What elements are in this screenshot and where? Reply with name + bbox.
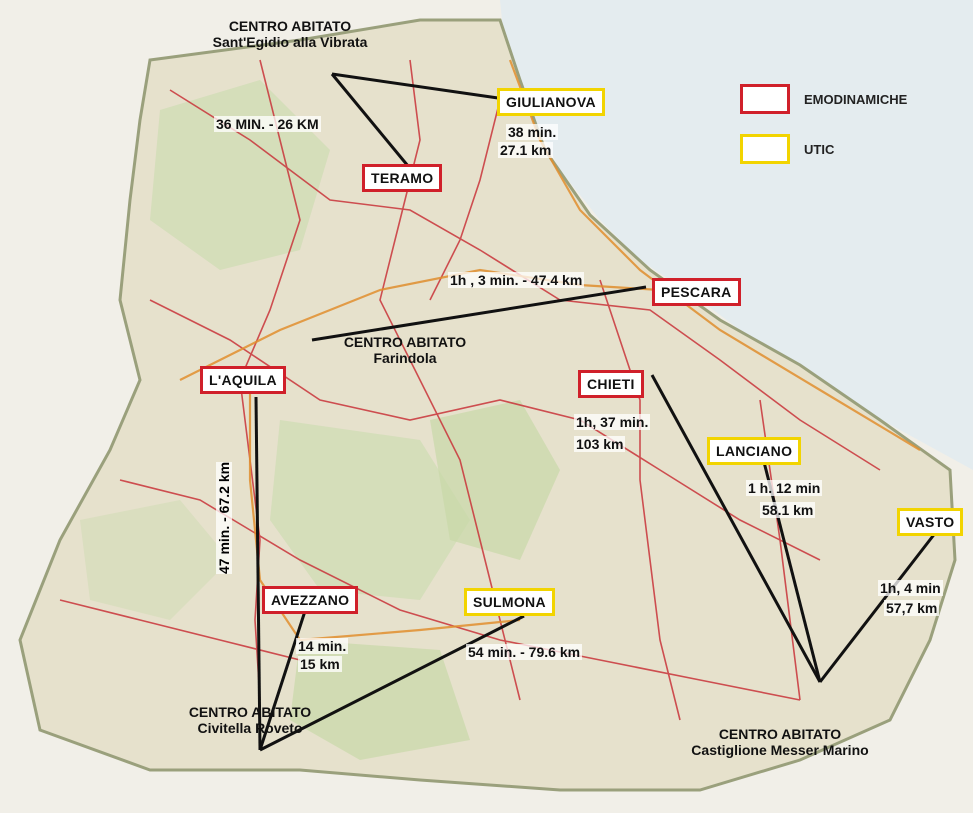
city-laquila: L'AQUILA [200, 366, 286, 394]
center-castiglione: CENTRO ABITATO Castiglione Messer Marino [650, 726, 910, 758]
city-pescara: PESCARA [652, 278, 741, 306]
route-civitella-sulmona [259, 614, 525, 752]
route-civitella-avezzano [258, 607, 308, 751]
adriatic-sea [500, 0, 973, 470]
route-castiglione-chieti [650, 374, 822, 683]
center-civitella-title: CENTRO ABITATO [188, 704, 312, 720]
distance-avezzano-km: 15 km [298, 656, 342, 673]
city-chieti: CHIETI [578, 370, 644, 398]
legend-swatch-red [740, 84, 790, 114]
center-santegidio-title: CENTRO ABITATO [228, 18, 352, 34]
center-castiglione-name: Castiglione Messer Marino [691, 742, 869, 759]
center-farindola-name: Farindola [373, 350, 437, 367]
route-castiglione-vasto [818, 531, 938, 683]
distance-vasto-time: 1h, 4 min [878, 580, 943, 597]
legend-label-emodinamiche: EMODINAMICHE [804, 91, 908, 107]
center-civitella: CENTRO ABITATO Civitella Roveto [160, 704, 340, 736]
distance-giulianova-km: 27.1 km [498, 142, 554, 159]
legend-item-emodinamiche: EMODINAMICHE [740, 84, 907, 114]
distance-avezzano-time: 14 min. [296, 638, 349, 655]
center-civitella-name: Civitella Roveto [197, 720, 303, 737]
legend-item-utic: UTIC [740, 134, 834, 164]
route-castiglione-lanciano [762, 461, 822, 683]
center-santegidio-name: Sant'Egidio alla Vibrata [212, 34, 368, 51]
park-majella [430, 400, 560, 560]
center-santegidio: CENTRO ABITATO Sant'Egidio alla Vibrata [190, 18, 390, 50]
distance-giulianova-time: 38 min. [506, 124, 559, 141]
park-sirente-velino [270, 420, 470, 600]
distance-chieti-km: 103 km [574, 436, 626, 453]
park-west [80, 500, 230, 620]
route-santegidio-giulianova [331, 72, 499, 100]
city-vasto: VASTO [897, 508, 964, 536]
city-teramo: TERAMO [362, 164, 443, 192]
map-legend: EMODINAMICHE UTIC [740, 72, 960, 172]
distance-sulmona: 54 min. - 79.6 km [466, 644, 583, 661]
legend-label-utic: UTIC [804, 141, 835, 157]
distance-chieti-time: 1h, 37 min. [574, 414, 651, 431]
distance-lanciano-time: 1 h. 12 min [746, 480, 823, 497]
distance-laquila: 47 min. - 67.2 km [216, 461, 232, 574]
distance-pescara: 1h , 3 min. - 47.4 km [448, 272, 585, 289]
distance-teramo: 36 MIN. - 26 KM [214, 116, 321, 133]
distance-vasto-km: 57,7 km [884, 600, 940, 617]
center-farindola-title: CENTRO ABITATO [343, 334, 467, 350]
route-civitella-laquila [254, 396, 262, 751]
city-avezzano: AVEZZANO [262, 586, 359, 614]
city-sulmona: SULMONA [464, 588, 555, 616]
center-farindola: CENTRO ABITATO Farindola [315, 334, 495, 366]
city-giulianova: GIULIANOVA [497, 88, 605, 116]
center-castiglione-title: CENTRO ABITATO [718, 726, 842, 742]
city-lanciano: LANCIANO [707, 437, 802, 465]
route-farindola-pescara [311, 285, 647, 342]
legend-swatch-yellow [740, 134, 790, 164]
route-santegidio-teramo [330, 73, 410, 167]
route-lines [254, 72, 938, 752]
distance-lanciano-km: 58.1 km [760, 502, 816, 519]
